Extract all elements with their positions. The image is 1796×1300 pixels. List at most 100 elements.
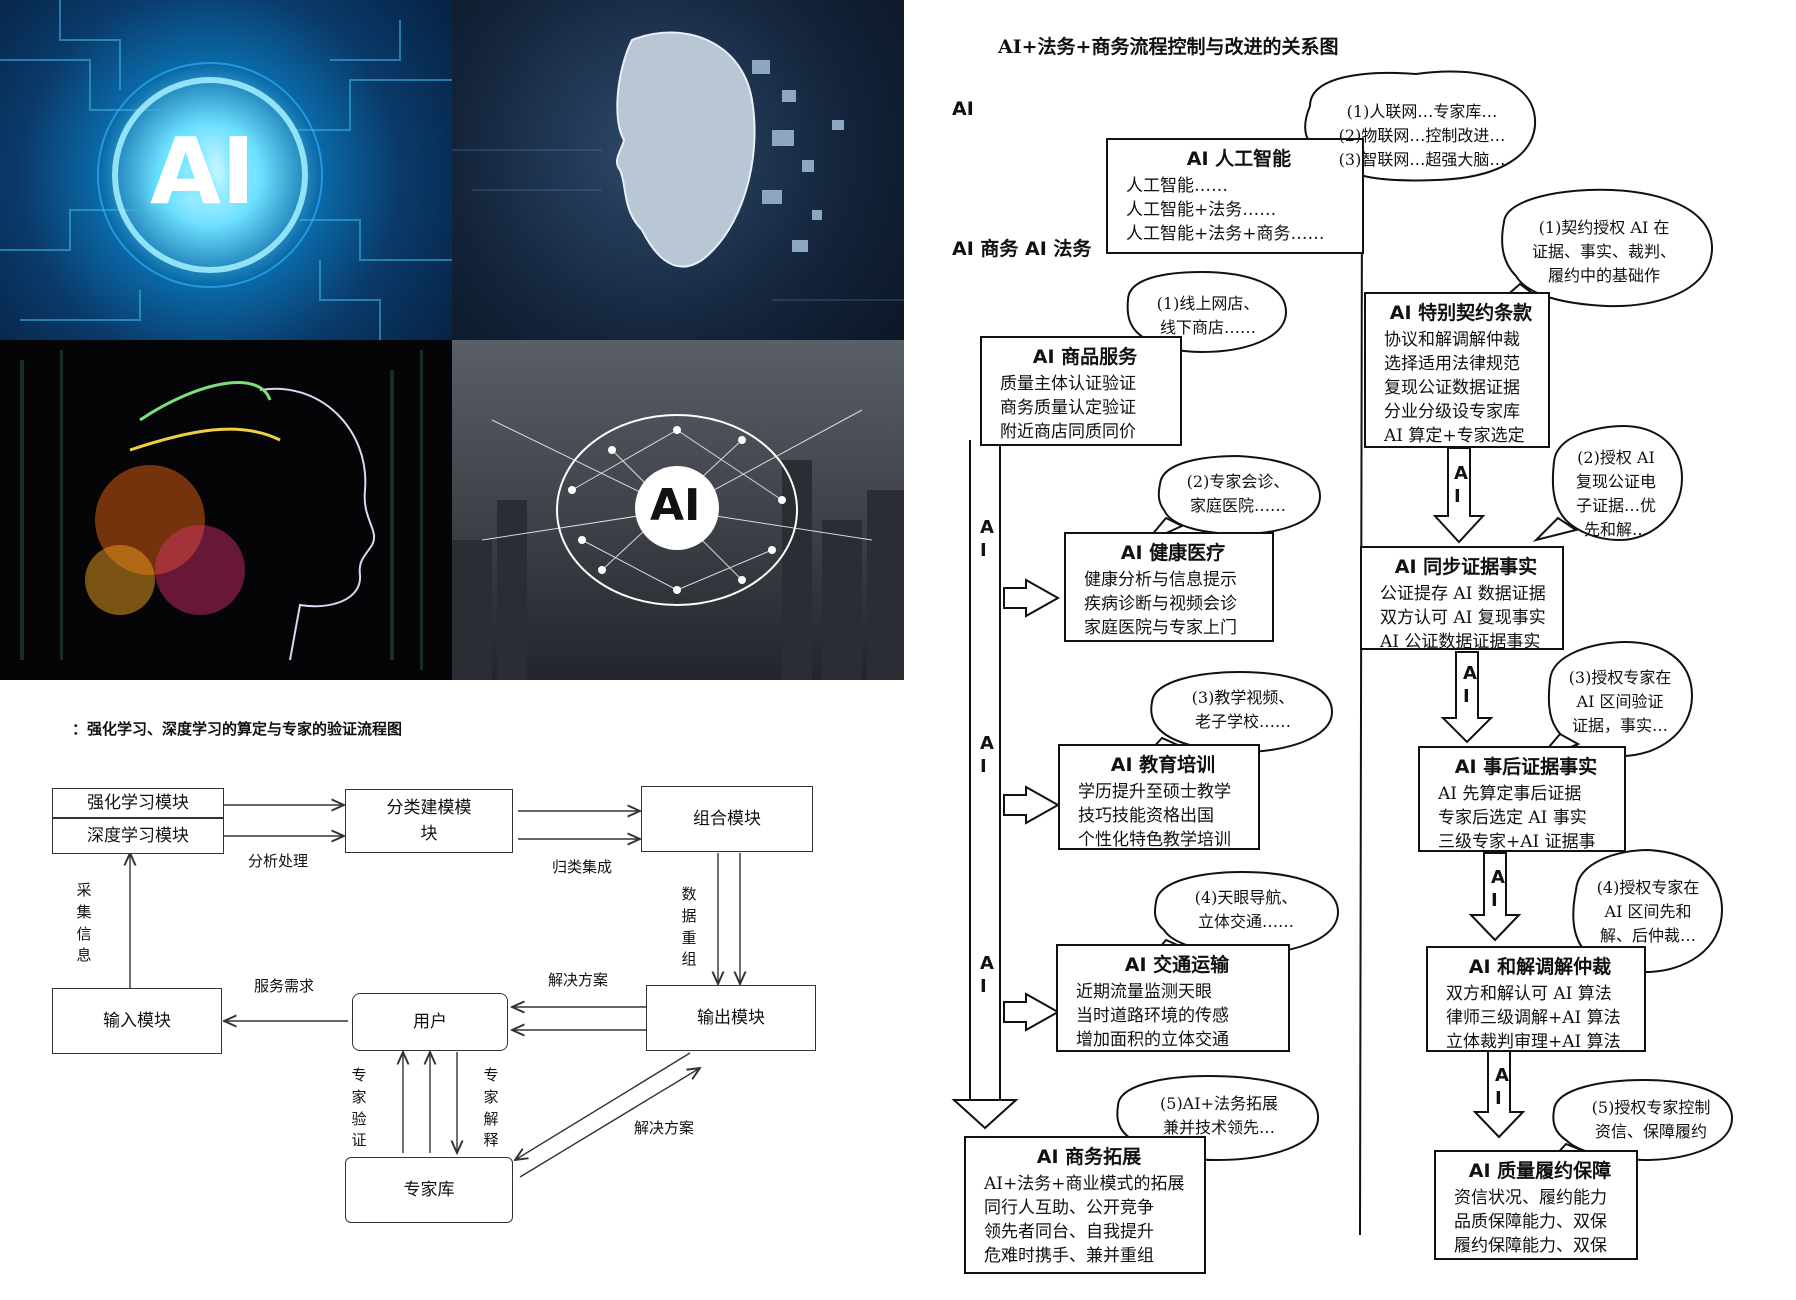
box-title: AI 商务拓展 (984, 1144, 1194, 1171)
user-node: 用户 (352, 993, 508, 1051)
box-title: AI 交通运输 (1076, 952, 1278, 979)
box-line: 附近商店同质同价 (1000, 420, 1170, 444)
bubble-contract-auth: (1)契约授权 AI 在 证据、事实、裁判、 履约中的基础作 (1512, 216, 1696, 288)
robot-face-image (452, 0, 904, 340)
box-line: 商务质量认定验证 (1000, 396, 1170, 420)
label-solution-top: 解决方案 (548, 969, 608, 990)
box-line: AI 算定+专家选定 (1384, 424, 1538, 448)
bubble-line: (4)授权专家在 (1582, 876, 1714, 900)
bubble-reproduce: (2)授权 AI 复现公证电 子证据…优 先和解… (1560, 446, 1672, 542)
box-title: AI 和解调解仲裁 (1446, 954, 1634, 981)
box-transport: AI 交通运输 近期流量监测天眼 当时道路环境的传感 增加面积的立体交通 (1056, 944, 1290, 1052)
bubble-line: (2)授权 AI (1560, 446, 1672, 470)
bubble-line: 先和解… (1560, 518, 1672, 542)
box-title: AI 特别契约条款 (1384, 300, 1538, 327)
bubble-line: (2)物联网…控制改进… (1322, 124, 1522, 148)
expert-database: 专家库 (345, 1157, 513, 1223)
bubble-line: (1)线上网店、 (1138, 292, 1278, 316)
reinforcement-learning-module: 强化学习模块 (52, 788, 224, 818)
box-line: 律师三级调解+AI 算法 (1446, 1006, 1634, 1030)
ai-brain-text: AI (650, 480, 700, 531)
bubble-networks: (1)人联网…专家库… (2)物联网…控制改进… (3)智联网…超强大脑… (1322, 100, 1522, 172)
bubble-credit: (5)授权专家控制 资信、保障履约 (1566, 1096, 1736, 1144)
box-line: 当时道路环境的传感 (1076, 1004, 1278, 1028)
box-title: AI 教育培训 (1078, 752, 1248, 779)
box-line: AI 先算定事后证据 (1438, 782, 1614, 806)
bubble-navigation: (4)天眼导航、 立体交通…… (1170, 886, 1322, 934)
label-expert-verify: 专家验证 (350, 1065, 368, 1152)
box-line: 资信状况、履约能力 (1454, 1186, 1626, 1210)
bubble-line: 兼并技术领先… (1124, 1116, 1314, 1140)
box-special-contract: AI 特别契约条款 协议和解调解仲裁 选择适用法律规范 复现公证数据证据 分业分… (1364, 292, 1550, 448)
box-line: AI+法务+商业模式的拓展 (984, 1172, 1194, 1196)
colorful-head-image (0, 340, 452, 680)
box-line: 双方和解认可 AI 算法 (1446, 982, 1634, 1006)
box-title: AI 质量履约保障 (1454, 1158, 1626, 1185)
label-integration: 归类集成 (552, 856, 612, 877)
bubble-line: 履约中的基础作 (1512, 264, 1696, 288)
bubble-line: (4)天眼导航、 (1170, 886, 1322, 910)
box-sync-evidence: AI 同步证据事实 公证提存 AI 数据证据 双方认可 AI 复现事实 AI 公… (1360, 546, 1564, 650)
box-line: 增加面积的立体交通 (1076, 1028, 1278, 1052)
left-vertical-ai-2: AI (980, 732, 994, 779)
box-health-medical: AI 健康医疗 健康分析与信息提示 疾病诊断与视频会诊 家庭医院与专家上门 (1064, 532, 1274, 642)
label-data-reorg: 数据重组 (680, 884, 698, 971)
right-vertical-ai-4: AI (1495, 1064, 1509, 1111)
bubble-expansion: (5)AI+法务拓展 兼并技术领先… (1124, 1092, 1314, 1140)
bubble-line: 复现公证电 (1560, 470, 1672, 494)
bubble-line: (3)教学视频、 (1168, 686, 1318, 710)
ai-brain-network-image: AI (452, 340, 904, 680)
box-title: AI 健康医疗 (1084, 540, 1262, 567)
box-quality-performance: AI 质量履约保障 资信状况、履约能力 品质保障能力、双保 履约保障能力、双保 (1434, 1150, 1638, 1260)
label-service-demand: 服务需求 (254, 975, 314, 996)
bubble-line: (1)人联网…专家库… (1322, 100, 1522, 124)
box-line: 选择适用法律规范 (1384, 352, 1538, 376)
label-expert-explain: 专家解释 (482, 1065, 500, 1152)
ai-glow-text: AI (150, 118, 255, 225)
label-collect-info: 采集信息 (75, 880, 93, 967)
left-vertical-ai-1: AI (980, 516, 994, 563)
label-solution-bottom: 解决方案 (634, 1117, 694, 1138)
box-line: 双方认可 AI 复现事实 (1380, 606, 1552, 630)
label-analysis: 分析处理 (248, 850, 308, 871)
box-title: AI 事后证据事实 (1438, 754, 1614, 781)
bubble-line: 资信、保障履约 (1566, 1120, 1736, 1144)
box-line: 同行人互助、公开竞争 (984, 1196, 1194, 1220)
bubble-line: 立体交通…… (1170, 910, 1322, 934)
bubble-mediate: (4)授权专家在 AI 区间先和 解、后仲裁… (1582, 876, 1714, 948)
box-line: 人工智能…… (1126, 174, 1352, 198)
bubble-line: (3)智联网…超强大脑… (1322, 148, 1522, 172)
box-line: 分业分级设专家库 (1384, 400, 1538, 424)
box-line: 人工智能+法务+商务…… (1126, 222, 1352, 246)
output-module: 输出模块 (646, 985, 816, 1051)
bubble-line: 证据、事实、裁判、 (1512, 240, 1696, 264)
box-line: 三级专家+AI 证据事 (1438, 830, 1614, 854)
box-line: 质量主体认证验证 (1000, 372, 1170, 396)
bubble-verify: (3)授权专家在 AI 区间验证 证据，事实… (1556, 666, 1684, 738)
bubble-line: 线下商店…… (1138, 316, 1278, 340)
combination-module: 组合模块 (641, 786, 813, 852)
box-line: 近期流量监测天眼 (1076, 980, 1278, 1004)
circuit-ai-image: AI (0, 0, 452, 340)
box-line: 专家后选定 AI 事实 (1438, 806, 1614, 830)
bubble-consultation: (2)专家会诊、 家庭医院…… (1168, 470, 1308, 518)
bubble-line: (5)授权专家控制 (1566, 1096, 1736, 1120)
bubble-line: AI 区间先和 (1582, 900, 1714, 924)
box-line: 立体裁判审理+AI 算法 (1446, 1030, 1634, 1054)
box-title: AI 人工智能 (1126, 146, 1352, 173)
box-line: 家庭医院与专家上门 (1084, 616, 1262, 640)
box-title: AI 商品服务 (1000, 344, 1170, 371)
box-line: 品质保障能力、双保 (1454, 1210, 1626, 1234)
box-post-evidence: AI 事后证据事实 AI 先算定事后证据 专家后选定 AI 事实 三级专家+AI… (1418, 746, 1626, 852)
bubble-line: (1)契约授权 AI 在 (1512, 216, 1696, 240)
box-line: 协议和解调解仲裁 (1384, 328, 1538, 352)
classification-module: 分类建模模块 (345, 789, 513, 853)
box-line: 公证提存 AI 数据证据 (1380, 582, 1552, 606)
bubble-line: 子证据…优 (1560, 494, 1672, 518)
box-line: 领先者同台、自我提升 (984, 1220, 1194, 1244)
bubble-line: 证据，事实… (1556, 714, 1684, 738)
box-business-expansion: AI 商务拓展 AI+法务+商业模式的拓展 同行人互助、公开竞争 领先者同台、自… (964, 1136, 1206, 1274)
box-line: 复现公证数据证据 (1384, 376, 1538, 400)
bubble-line: 老子学校…… (1168, 710, 1318, 734)
bubble-line: 家庭医院…… (1168, 494, 1308, 518)
